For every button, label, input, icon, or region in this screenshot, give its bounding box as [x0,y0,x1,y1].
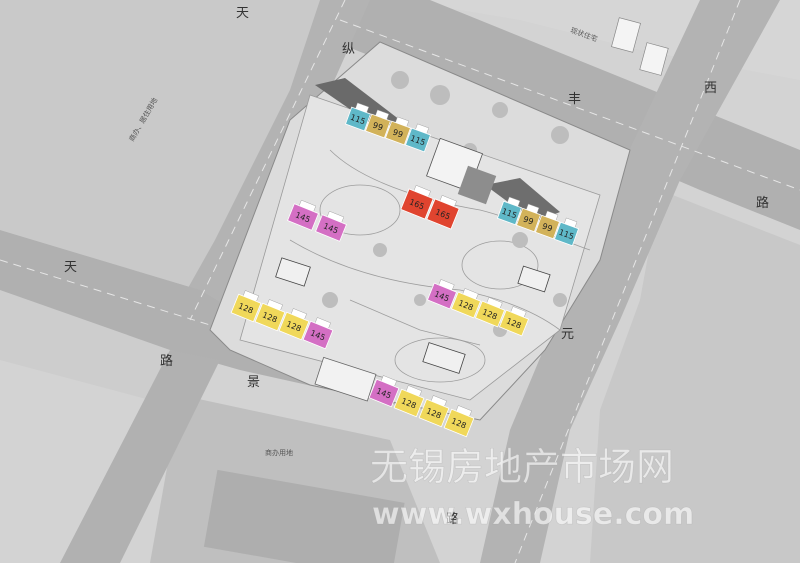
building-center-red-1: 165 [426,195,460,230]
building-east-mid-1: 128 [450,288,482,319]
parcel-east [590,190,800,563]
road-labels: 天 纵 丰 西 路 天 路 景 路 元 [64,6,769,527]
road-label-feng: 丰 [568,92,581,107]
watermark-cn: 无锡房地产市场网 [370,445,674,489]
building-west-pink-0: 145 [287,199,319,231]
road-label-lu-3: 路 [446,511,459,527]
building-area-label: 99 [541,221,554,233]
building-east-row-3: 115 [553,217,580,247]
road-label-zong: 纵 [342,42,355,57]
road-yuan [480,0,780,563]
building-south-row-2: 128 [418,395,450,428]
building-center-red-0: 165 [400,185,434,220]
road-label-yuan: 元 [561,327,574,342]
building-sw-row-1: 128 [254,299,286,332]
road-label-xi: 西 [704,81,717,96]
ancillary-building-3 [275,257,311,287]
building-east-mid-0: 145 [426,279,458,310]
building-west-pink-1: 145 [315,210,347,242]
building-south-row-1: 128 [393,385,425,418]
watermark-en: www.wxhouse.com [372,497,694,532]
ancillary-building-2 [457,165,497,205]
ancillary-building-5 [422,342,466,374]
building-east-mid-2: 128 [474,297,506,328]
building-north-row-1: 99 [365,109,391,139]
building-north-row-0: 115 [345,102,371,132]
building-east-mid-3: 128 [498,306,530,337]
building-east-row-2: 99 [534,210,561,240]
ancillary-building-6 [314,356,377,402]
label-commercial-s: 商办用地 [265,448,293,457]
building-north-row-2: 99 [385,116,411,146]
ancillary-building-4 [517,265,551,293]
building-sw-row-2: 128 [278,308,310,341]
building-area-label: 99 [372,120,385,132]
building-sw-row-0: 128 [230,290,262,323]
road-label-lu-1: 路 [756,195,769,211]
road-tianzong [170,0,370,320]
road-label-tian-2: 天 [64,260,77,275]
building-north-row-3: 115 [405,123,431,153]
road-sw [60,350,220,563]
watermark: 无锡房地产市场网 www.wxhouse.com [370,445,695,533]
building-south-row-0: 145 [368,375,400,408]
road-label-tian-1: 天 [236,6,249,21]
residential-buildings: 1159999115115999911516516514514514512812… [230,102,580,438]
ne-house-icon [611,17,669,76]
building-south-row-3: 128 [443,405,475,438]
south-building-block [203,469,405,563]
road-label-jing: 景 [247,375,260,390]
dark-building-east [485,178,560,222]
road-label-lu-2: 路 [160,353,173,369]
building-east-row-0: 115 [496,196,523,226]
building-sw-row-3: 145 [302,317,334,350]
building-area-label: 99 [392,127,405,139]
building-east-row-1: 99 [515,203,542,233]
building-area-label: 99 [522,214,535,226]
